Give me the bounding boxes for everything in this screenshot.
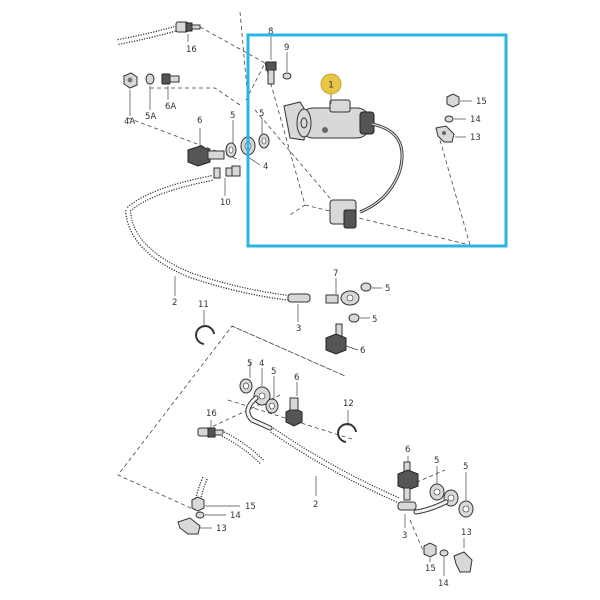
part-labels: 16 4A 5A 6A 8 9 15 14 13 6 5 5 4 10 2 11…	[124, 27, 487, 589]
dashed-guide-lower	[117, 325, 446, 556]
label-5-mid-a: 5	[385, 284, 390, 294]
bolt-6-lower[interactable]	[285, 397, 303, 427]
washer-5-upper-b[interactable]	[258, 133, 270, 149]
hose-2-lower[interactable]	[270, 427, 400, 503]
pipe-3-lower[interactable]	[397, 499, 449, 515]
label-13-lower-left: 13	[216, 524, 227, 534]
label-5a: 5A	[145, 112, 156, 122]
nut-4a[interactable]	[123, 72, 138, 89]
callout-badge[interactable]: 1	[320, 73, 342, 95]
nut-15-lower-left[interactable]	[191, 496, 205, 512]
banjo-fitting-7[interactable]	[325, 290, 360, 306]
label-6a: 6A	[165, 102, 176, 112]
label-3-lower: 3	[402, 531, 407, 541]
fitting-16-lower[interactable]	[197, 427, 224, 438]
label-5-mid-b: 5	[372, 315, 377, 325]
label-5-lower-b: 5	[271, 367, 276, 377]
label-5-lower-right-a: 5	[434, 456, 439, 466]
label-13-lower-right: 13	[461, 528, 472, 538]
washer-14-lower-right[interactable]	[439, 549, 449, 557]
label-5-upper-a: 5	[230, 111, 235, 121]
label-16-top: 16	[186, 45, 197, 55]
label-6-lower-right: 6	[405, 445, 410, 455]
circlip-11[interactable]	[195, 325, 215, 345]
washer-5a[interactable]	[145, 73, 155, 85]
banjo-bolt-6-upper[interactable]	[187, 145, 225, 167]
label-4-lower: 4	[259, 359, 264, 369]
label-3-upper: 3	[296, 324, 301, 334]
label-14-top: 14	[470, 115, 481, 125]
hose-2-upper[interactable]	[124, 175, 291, 301]
label-6-lower: 6	[294, 373, 299, 383]
label-11: 11	[198, 300, 209, 310]
bolt-6-mid[interactable]	[325, 323, 347, 355]
label-8: 8	[268, 27, 273, 37]
elbow-13-lower-right[interactable]	[453, 551, 473, 573]
label-15-top: 15	[476, 97, 487, 107]
bolt-6-lower-right[interactable]	[397, 461, 419, 501]
label-16-lower: 16	[206, 409, 217, 419]
label-14-lower-left: 14	[230, 511, 241, 521]
label-14-lower-right: 14	[438, 579, 449, 589]
elbow-13-lower-left[interactable]	[177, 517, 201, 535]
washer-5-lower-a[interactable]	[239, 378, 253, 394]
washer-5-upper-a[interactable]	[225, 142, 237, 158]
label-9: 9	[284, 43, 289, 53]
label-5-lower-right-b: 5	[463, 462, 468, 472]
washer-5-mid-a[interactable]	[360, 282, 372, 292]
hose-segment-top	[117, 25, 179, 45]
screw-6a[interactable]	[161, 73, 180, 85]
washer-9[interactable]	[282, 72, 292, 80]
label-4a: 4A	[124, 117, 135, 127]
highlight-frame	[246, 33, 508, 248]
banjo-4-lower[interactable]	[253, 386, 271, 406]
washer-5-lower-b[interactable]	[265, 398, 279, 414]
callout-label: 1	[328, 81, 334, 91]
label-10: 10	[220, 198, 231, 208]
pipe-lower-left[interactable]	[245, 395, 273, 431]
label-6-upper: 6	[197, 116, 202, 126]
hose-segment-lower	[221, 431, 265, 465]
washer-5-lower-right-a[interactable]	[429, 483, 445, 501]
label-5-upper-b: 5	[259, 109, 264, 119]
dashed-guide	[127, 11, 471, 246]
fitting-10[interactable]	[213, 165, 241, 179]
nut-15-lower-right[interactable]	[423, 542, 437, 558]
label-4-upper: 4	[263, 162, 268, 172]
washer-14-top[interactable]	[444, 115, 454, 123]
label-5-lower-a: 5	[247, 359, 252, 369]
washer-5-lower-right-b[interactable]	[458, 500, 474, 518]
label-7: 7	[333, 269, 338, 279]
label-15-lower-left: 15	[245, 502, 256, 512]
circlip-12[interactable]	[337, 423, 357, 443]
elbow-13-top[interactable]	[435, 125, 455, 143]
hose-segment-bottom-left	[195, 476, 208, 501]
label-15-lower-right: 15	[425, 564, 436, 574]
label-6-mid: 6	[360, 346, 365, 356]
fuel-pump-assembly[interactable]	[283, 99, 404, 229]
fitting-16-top[interactable]	[175, 21, 201, 33]
bolt-8[interactable]	[265, 61, 277, 85]
pipe-3-upper[interactable]	[287, 293, 311, 303]
label-2-lower: 2	[313, 500, 318, 510]
nut-15-top[interactable]	[446, 93, 460, 108]
label-2-upper: 2	[172, 298, 177, 308]
label-12: 12	[343, 399, 354, 409]
label-13-top: 13	[470, 133, 481, 143]
washer-14-lower-left[interactable]	[195, 511, 205, 519]
washer-5-mid-b[interactable]	[348, 313, 360, 323]
